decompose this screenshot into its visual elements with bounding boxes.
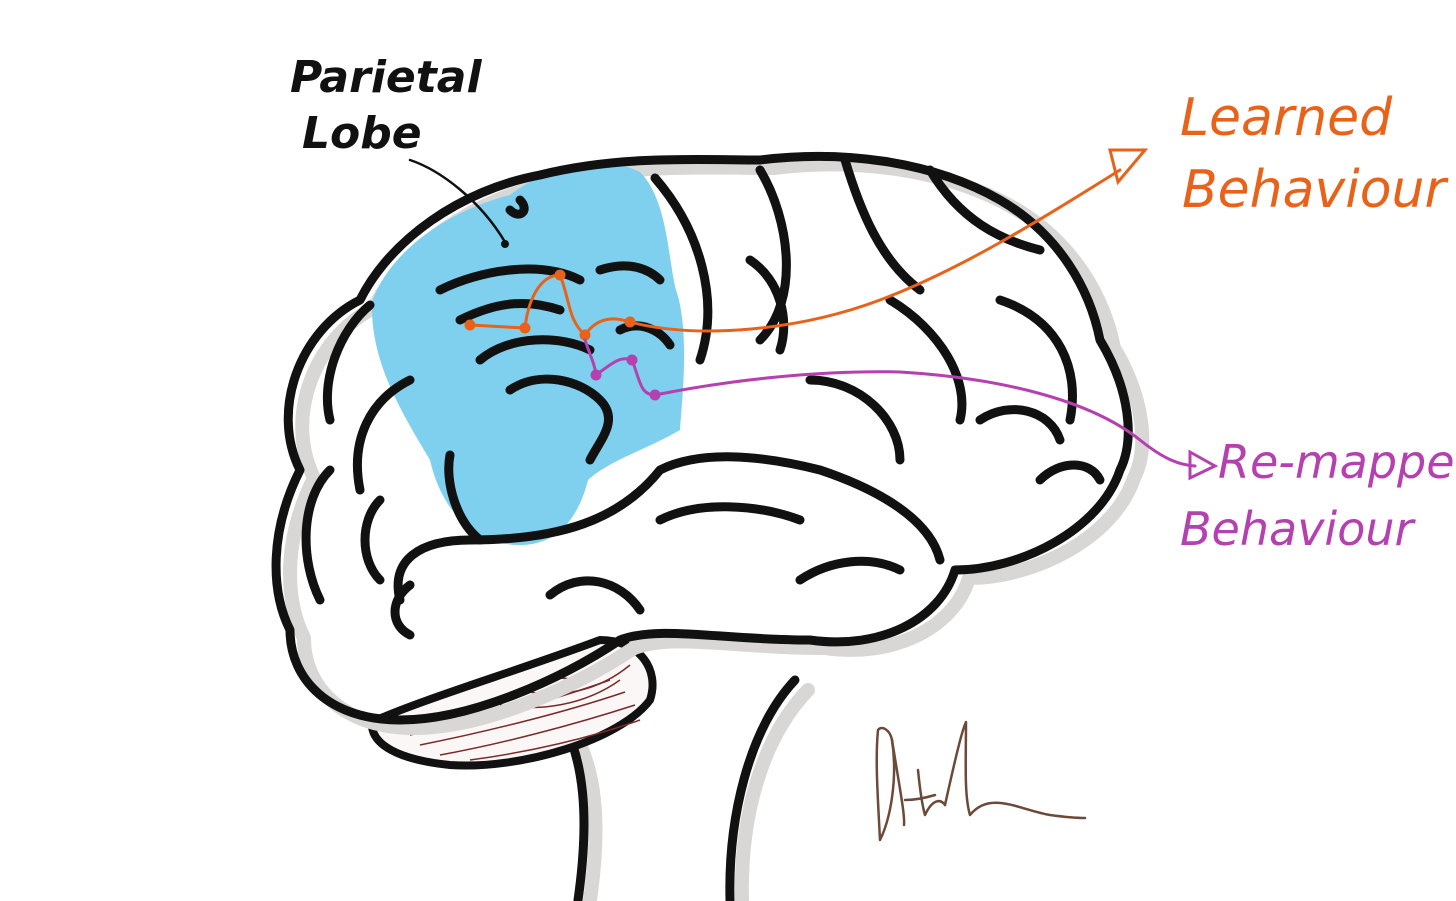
region-pointer-line <box>408 158 507 244</box>
remapped-behaviour-label: Re-mapped Behaviour <box>1180 435 1456 556</box>
region-pointer-dot <box>501 240 509 248</box>
learned-behaviour-pathway <box>464 148 1149 341</box>
learned-label-line2: Behaviour <box>1182 160 1449 220</box>
parietal-lobe-label: Parietal Lobe <box>290 52 482 159</box>
parietal-lobe-region <box>371 163 685 545</box>
parietal-label-line1: Parietal <box>290 52 482 103</box>
parietal-label-line2: Lobe <box>302 108 422 159</box>
remapped-label-line2: Behaviour <box>1180 502 1417 556</box>
signature-icon <box>875 720 1087 842</box>
remapped-behaviour-pathway <box>583 338 1219 481</box>
remapped-label-line1: Re-mapped <box>1218 435 1456 489</box>
learned-label-line1: Learned <box>1180 88 1393 148</box>
learned-behaviour-label: Learned Behaviour <box>1180 88 1449 220</box>
